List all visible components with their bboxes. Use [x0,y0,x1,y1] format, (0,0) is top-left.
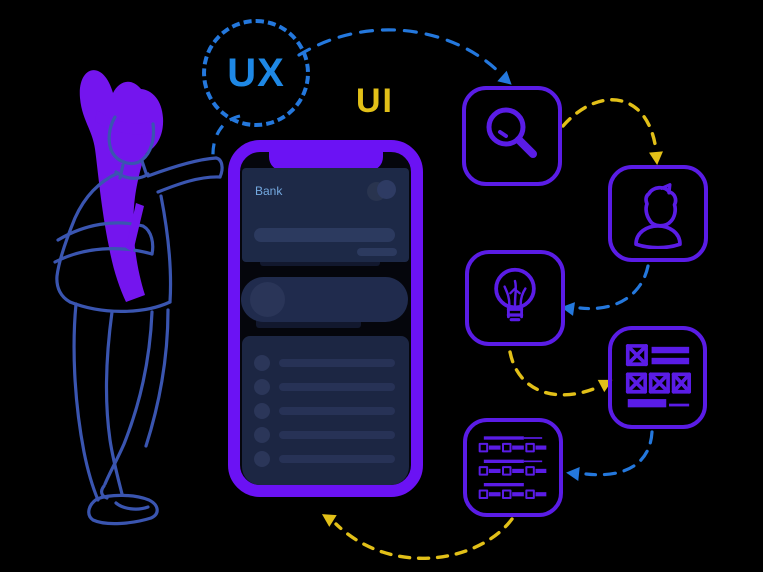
panel-shadow [256,318,361,328]
phone-screen: Bank [240,152,411,485]
ponytail-hair [79,70,164,302]
account-avatar [250,282,285,317]
wireframe-card [608,326,707,429]
balance-sub-bar [357,248,397,256]
account-pill [241,277,408,322]
bank-card-panel: Bank [242,168,409,262]
list-item-icon [254,450,270,467]
list-item [242,426,409,443]
list-item [242,450,409,467]
list-item [242,354,409,371]
idea-card [465,250,565,346]
ui-label: UI [356,82,394,120]
list-item-icon [254,426,270,443]
illustrated-person [53,70,224,526]
phone-notch [268,151,383,171]
list-item-bar [279,382,395,391]
list-item [242,402,409,419]
card-logo-icon [367,180,397,201]
arrow-icon [321,514,337,527]
phone-mockup: Bank [228,140,423,497]
list-item [242,378,409,395]
hair-fringe [95,110,158,135]
lightbulb-icon [494,267,536,322]
person-line-drawing [53,115,224,526]
arrow-icon [649,151,663,165]
pen [126,203,144,252]
list-item-bar [279,430,395,439]
ux-label: UX [227,50,285,95]
list-item-icon [254,402,270,419]
bank-app-title: Bank [255,184,283,198]
flow-line-idea-to-wireframe [508,350,598,397]
flow-line-search-to-user [561,98,658,152]
list-item-icon [254,378,270,395]
search-card [462,86,562,186]
list-item-icon [254,354,270,371]
checklist-group [478,482,547,499]
flow-line-ux-to-search [297,28,503,76]
flow-line-checklist-to-phone [334,517,514,560]
checklist-card [463,418,563,517]
wireframe-icon [625,343,691,407]
balance-bar [254,228,395,242]
transactions-list [242,336,409,485]
checklist-group [478,435,547,452]
user-icon [634,182,682,249]
search-icon [486,107,537,158]
ux-bubble: UX [202,19,310,127]
checklist-group [478,459,547,476]
list-item-bar [279,406,395,415]
arrow-icon [566,467,580,481]
flow-line-wireframe-to-checklist [584,430,654,477]
list-item-bar [279,358,395,367]
user-card [608,165,708,262]
flow-line-user-to-idea [578,264,650,311]
checklist-icon [478,435,547,499]
list-item-bar [279,454,395,463]
